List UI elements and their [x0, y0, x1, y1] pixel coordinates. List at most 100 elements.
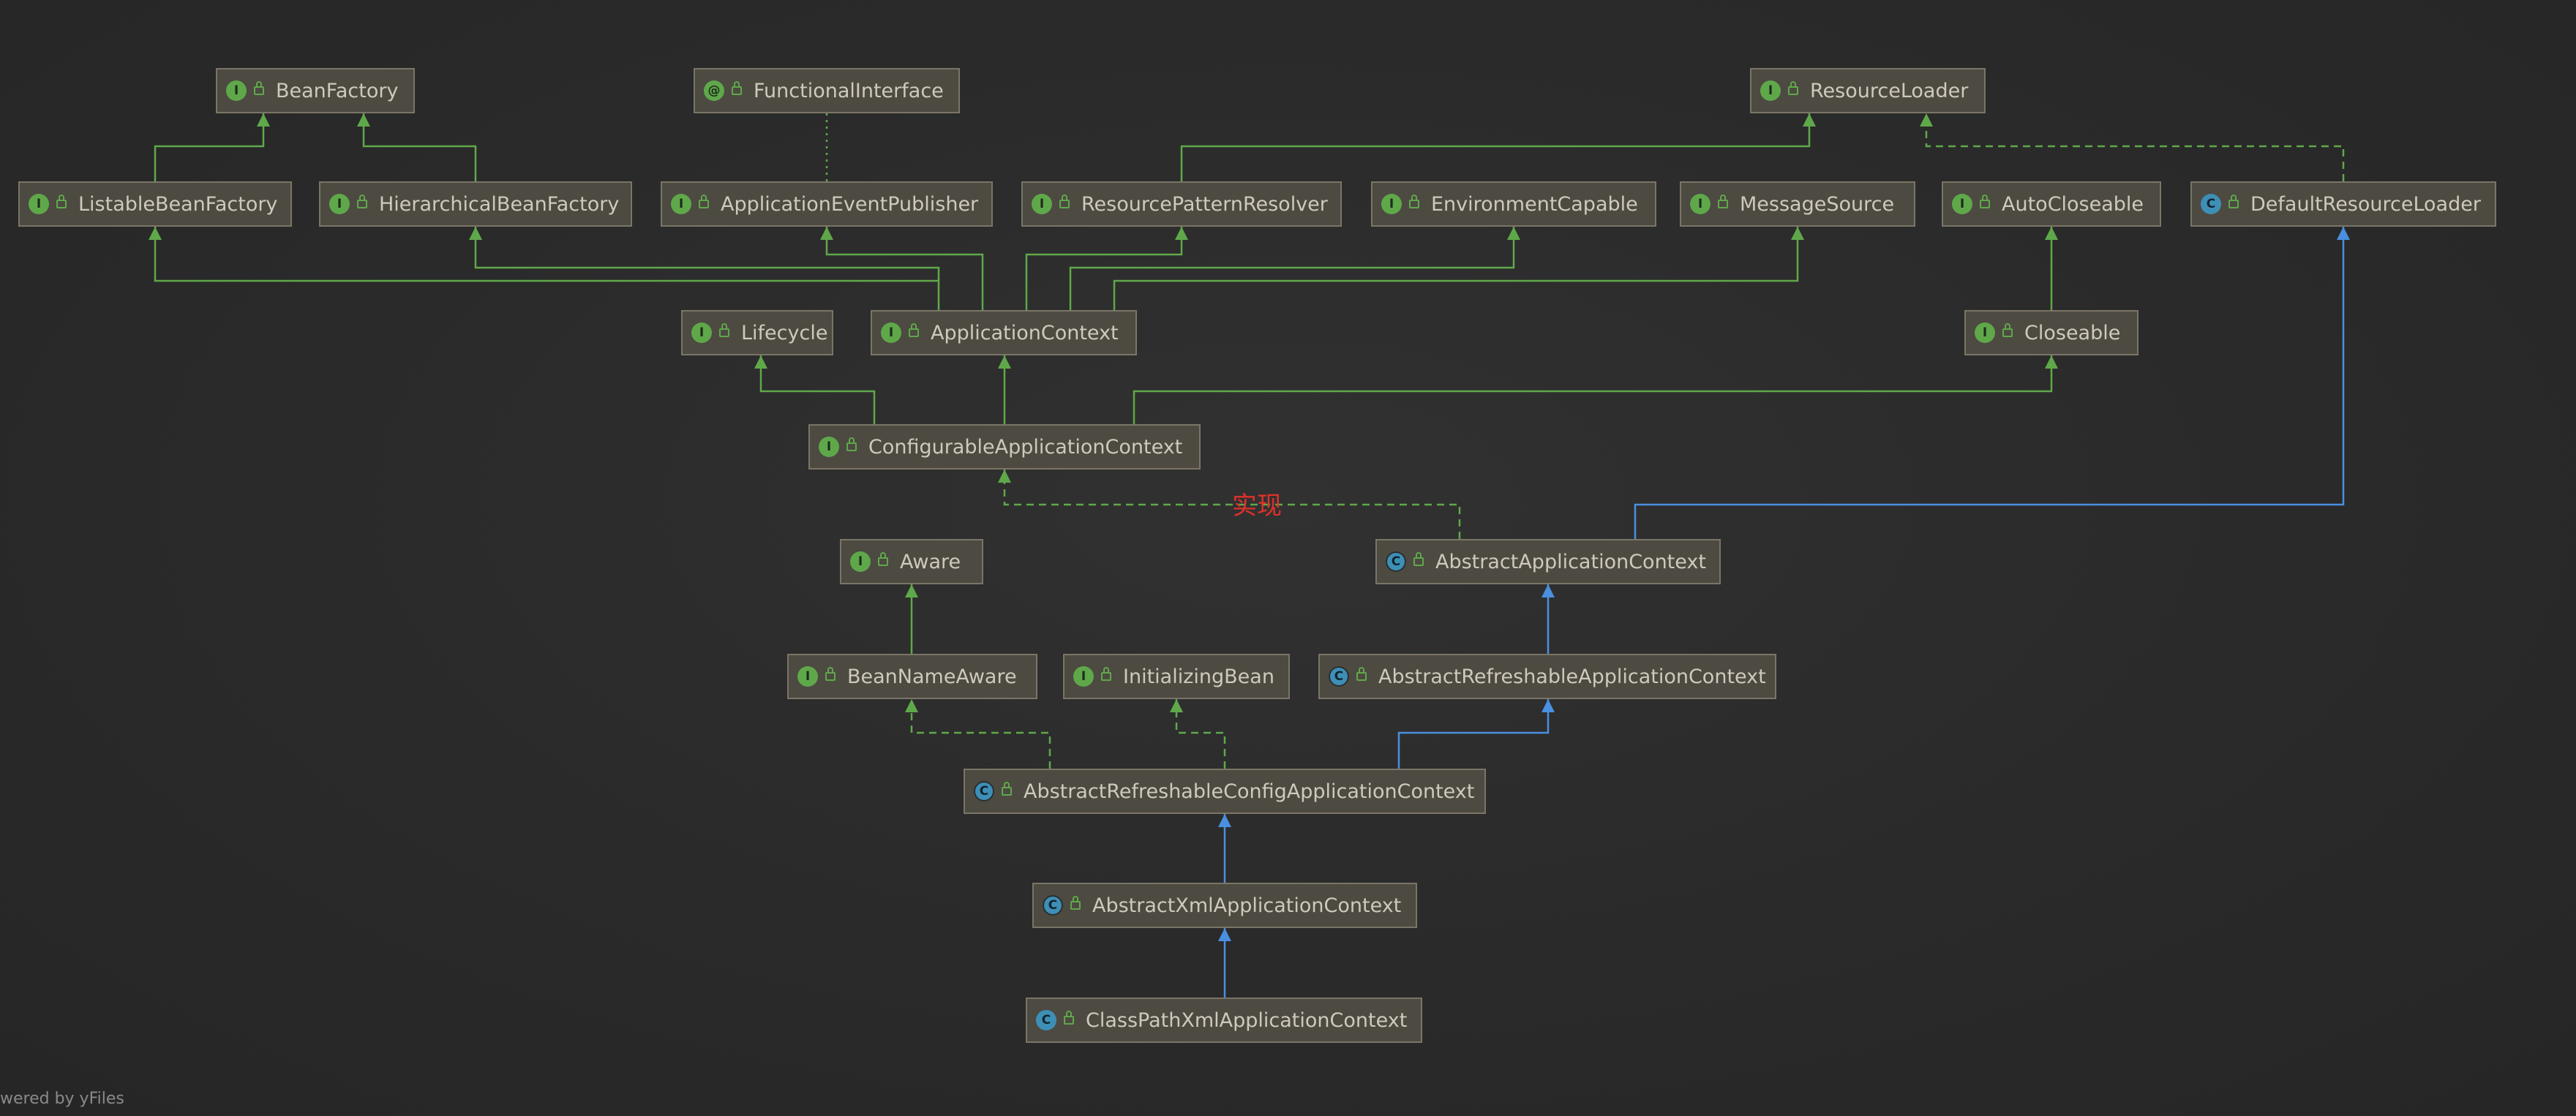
public-lock-icon — [1718, 195, 1728, 208]
edge-abstractrefreshableconfigapplicationcontext-abstractrefreshableapplicationcontext — [1397, 699, 1550, 769]
edge-applicationcontext-listablebeanfactory — [154, 227, 940, 310]
edge-arrowhead — [469, 227, 482, 240]
yfiles-watermark: wered by yFiles — [0, 1090, 124, 1108]
public-lock-icon — [1101, 667, 1111, 681]
node-resource-pattern-resolver[interactable]: I ResourcePatternResolver — [1021, 181, 1342, 227]
node-label: EnvironmentCapable — [1431, 192, 1638, 216]
node-label: BeanNameAware — [847, 665, 1017, 688]
public-lock-icon — [357, 195, 367, 208]
interface-icon: I — [671, 194, 691, 214]
public-lock-icon — [1413, 552, 1424, 566]
public-lock-icon — [1002, 782, 1012, 796]
node-abstract-refreshable-application-context[interactable]: C AbstractRefreshableApplicationContext — [1318, 654, 1776, 699]
public-lock-icon — [878, 552, 888, 566]
edge-abstractrefreshableconfigapplicationcontext-initializingbean — [1175, 699, 1226, 769]
node-label: ResourcePatternResolver — [1081, 192, 1328, 216]
node-class-path-xml-application-context[interactable]: C ClassPathXmlApplicationContext — [1026, 998, 1422, 1043]
interface-icon: I — [1690, 194, 1711, 214]
edge-arrowhead — [754, 355, 767, 369]
edge-defaultresourceloader-resourceloader — [1925, 113, 2345, 181]
node-configurable-application-context[interactable]: I ConfigurableApplicationContext — [808, 424, 1201, 470]
public-lock-icon — [1064, 1011, 1074, 1025]
node-label: DefaultResourceLoader — [2250, 192, 2481, 216]
edge-arrowhead — [905, 584, 918, 597]
public-lock-icon — [254, 81, 264, 95]
node-label: AbstractXmlApplicationContext — [1092, 894, 1402, 917]
edge-arrowhead — [2045, 227, 2058, 240]
edge-configurableapplicationcontext-closeable — [1133, 355, 2053, 424]
node-default-resource-loader[interactable]: C DefaultResourceLoader — [2190, 181, 2496, 227]
node-abstract-xml-application-context[interactable]: C AbstractXmlApplicationContext — [1032, 883, 1417, 928]
edge-arrowhead — [2045, 355, 2058, 369]
interface-icon: I — [691, 323, 712, 343]
public-lock-icon — [1980, 195, 1990, 208]
node-label: ListableBeanFactory — [78, 192, 278, 216]
edge-applicationcontext-environmentcapable — [1069, 227, 1515, 310]
node-application-event-publisher[interactable]: I ApplicationEventPublisher — [661, 181, 993, 227]
annotation-icon: @ — [704, 80, 724, 101]
edge-arrowhead — [998, 355, 1011, 369]
edge-arrowhead — [1920, 113, 1933, 127]
class-icon: C — [1036, 1010, 1056, 1030]
edge-applicationcontext-hierarchicalbeanfactory — [474, 227, 940, 281]
interface-icon: I — [850, 551, 871, 572]
interface-icon: I — [1975, 323, 1995, 343]
public-lock-icon — [2002, 323, 2013, 337]
interface-icon: I — [819, 437, 839, 457]
implements-annotation-label: 实现 — [1232, 491, 1282, 521]
public-lock-icon — [732, 81, 742, 95]
public-lock-icon — [1788, 81, 1798, 95]
public-lock-icon — [56, 195, 67, 208]
interface-icon: I — [1952, 194, 1972, 214]
node-label: Closeable — [2024, 321, 2121, 344]
edge-arrowhead — [1791, 227, 1804, 240]
edge-applicationcontext-messagesource — [1113, 227, 1799, 310]
public-lock-icon — [719, 323, 729, 337]
interface-icon: I — [1032, 194, 1052, 214]
node-label: HierarchicalBeanFactory — [379, 192, 620, 216]
node-listable-bean-factory[interactable]: I ListableBeanFactory — [18, 181, 292, 227]
edge-arrowhead — [1507, 227, 1520, 240]
edge-arrowhead — [1542, 699, 1555, 712]
public-lock-icon — [699, 195, 709, 208]
edge-arrowhead — [257, 113, 270, 127]
node-label: ApplicationContext — [931, 321, 1119, 344]
class-icon: C — [2201, 194, 2221, 214]
node-label: AbstractRefreshableApplicationContext — [1378, 665, 1766, 688]
abstract-class-icon: C — [1043, 895, 1063, 916]
edge-arrowhead — [357, 113, 370, 127]
abstract-class-icon: C — [1329, 666, 1349, 687]
node-label: ApplicationEventPublisher — [721, 192, 979, 216]
edge-arrowhead — [1175, 227, 1188, 240]
node-functional-interface[interactable]: @ FunctionalInterface — [694, 68, 960, 113]
edge-arrowhead — [1218, 928, 1231, 941]
interface-icon: I — [29, 194, 49, 214]
node-label: ConfigurableApplicationContext — [868, 435, 1183, 459]
public-lock-icon — [1070, 896, 1081, 910]
interface-icon: I — [1073, 666, 1094, 687]
node-label: FunctionalInterface — [754, 79, 944, 102]
edge-arrowhead — [1170, 699, 1183, 712]
interface-icon: I — [226, 80, 247, 101]
public-lock-icon — [909, 323, 919, 337]
node-label: ClassPathXmlApplicationContext — [1086, 1008, 1408, 1032]
edge-arrowhead — [1803, 113, 1816, 127]
public-lock-icon — [846, 437, 857, 451]
public-lock-icon — [1059, 195, 1070, 208]
edge-configurableapplicationcontext-lifecycle — [759, 355, 876, 424]
node-closeable[interactable]: I Closeable — [1964, 310, 2138, 355]
